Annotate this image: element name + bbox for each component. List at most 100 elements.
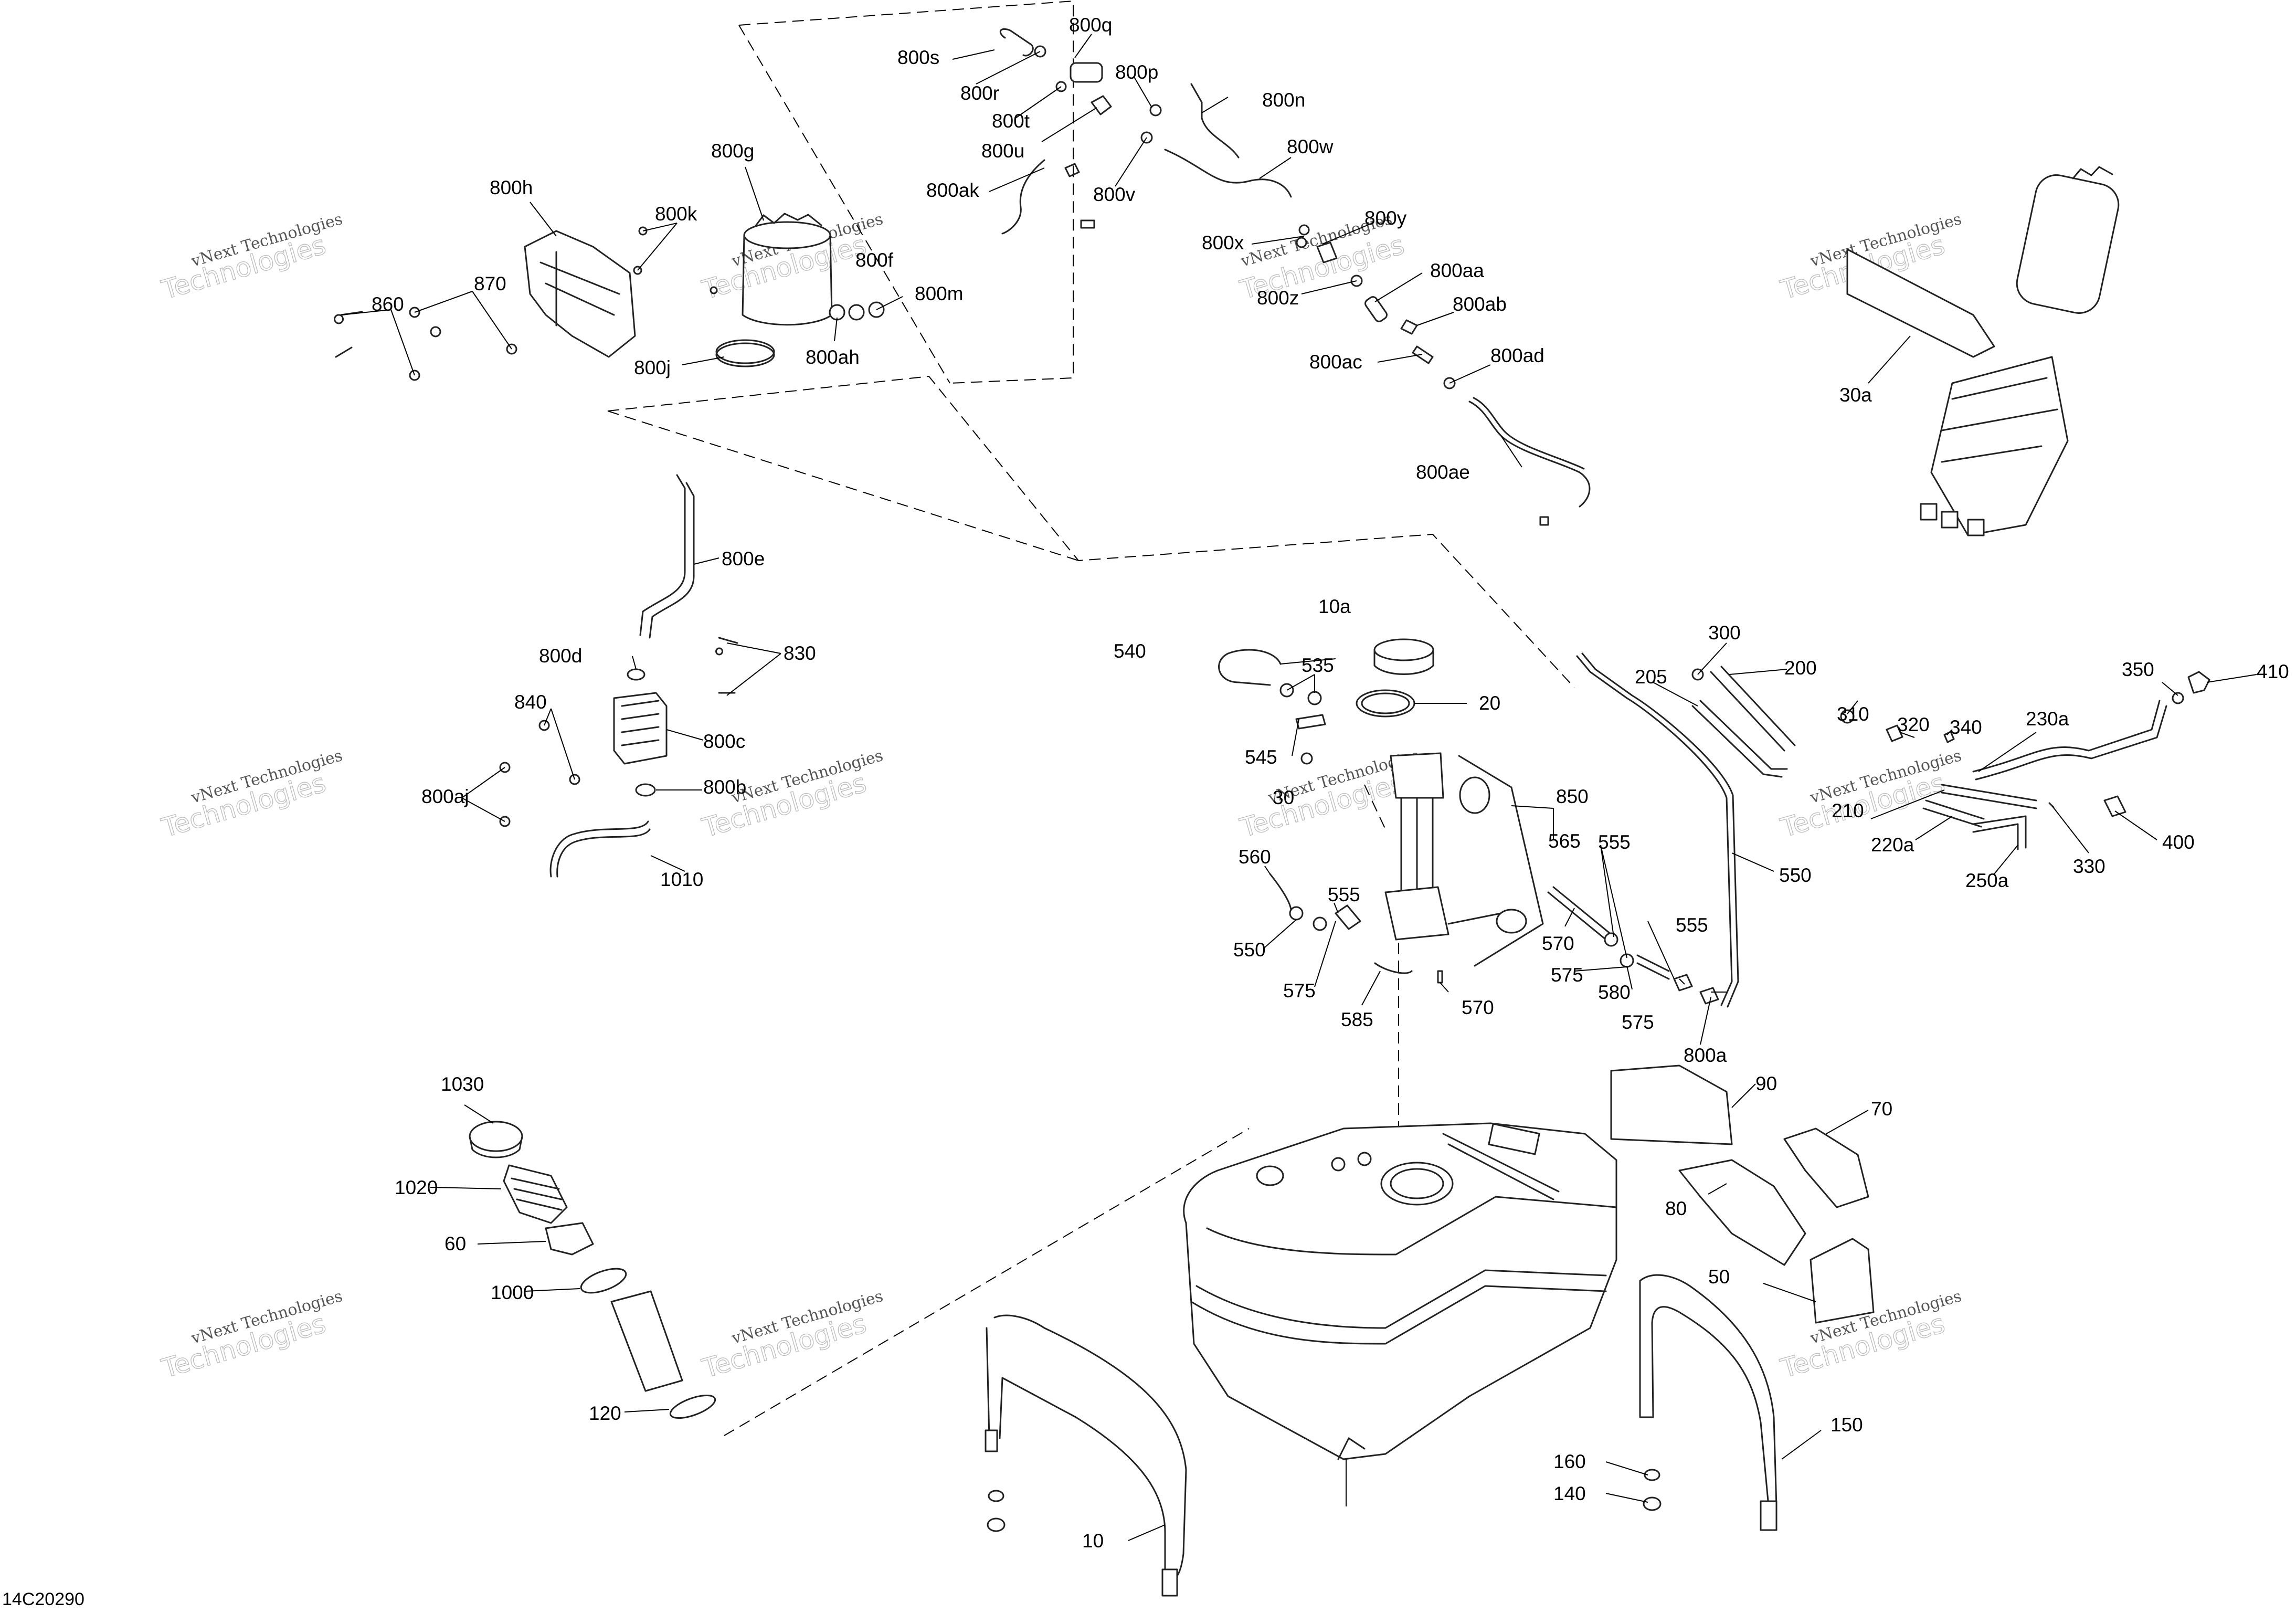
hose-570-left xyxy=(1374,962,1413,974)
callout-label: 220a xyxy=(1871,834,1914,856)
callout-label: 150 xyxy=(1831,1414,1863,1436)
callout-label: 555 xyxy=(1328,884,1360,905)
hose-250a xyxy=(1972,815,2027,850)
callout-label: 800b xyxy=(703,776,746,798)
callout-label: 800w xyxy=(1287,136,1334,157)
callout-label: 800ah xyxy=(806,346,860,368)
parts xyxy=(334,28,2210,1597)
callout-label: 800h xyxy=(490,177,533,198)
callout-label: 350 xyxy=(2122,659,2154,680)
callout-label: 800aj xyxy=(421,786,469,807)
strap-140 xyxy=(986,1314,1187,1581)
fuel-tank-10 xyxy=(1183,1122,1617,1460)
ring-10a xyxy=(1373,638,1434,661)
callout-label: 535 xyxy=(1302,655,1334,676)
callout-label: 580 xyxy=(1598,982,1631,1003)
callout-label: 575 xyxy=(1551,964,1583,986)
filter-800q xyxy=(1070,62,1103,83)
canister-800g-top xyxy=(743,221,831,249)
pipe-800e xyxy=(639,474,695,639)
callout-label: 60 xyxy=(445,1233,466,1254)
callout-label: 550 xyxy=(1233,939,1266,961)
callout-label: 310 xyxy=(1837,703,1869,725)
callout-label: 800d xyxy=(539,645,582,667)
leader-lines xyxy=(341,34,2257,1541)
harness-800ak xyxy=(1001,159,1095,235)
bracket-800h xyxy=(524,230,636,358)
elbow-400 xyxy=(2103,795,2126,817)
callout-label: 550 xyxy=(1779,865,1812,886)
hose-205 xyxy=(1691,700,1788,778)
callout-label: 20 xyxy=(1479,692,1500,714)
callout-label: 800ak xyxy=(926,180,979,201)
callout-label: 565 xyxy=(1548,830,1581,852)
hose-800w xyxy=(1164,149,1292,198)
callout-label: 800ac xyxy=(1309,351,1362,373)
callout-label: 585 xyxy=(1341,1009,1373,1030)
callout-label: 575 xyxy=(1622,1011,1654,1033)
hose-800s xyxy=(999,28,1034,57)
callout-label: 800k xyxy=(655,203,697,225)
callout-label: 800z xyxy=(1257,287,1299,309)
callout-label: 800c xyxy=(703,731,745,752)
callout-label: 250a xyxy=(1965,870,2009,891)
valve-800u xyxy=(1091,95,1112,115)
callout-label: 10a xyxy=(1318,596,1351,617)
shield-1020 xyxy=(1678,1159,1806,1266)
hose-550 xyxy=(1269,873,1292,912)
callout-label: 800aa xyxy=(1430,260,1484,281)
cap-90 xyxy=(469,1121,523,1152)
callout-label: 800x xyxy=(1202,232,1244,254)
callout-label: 800f xyxy=(855,249,894,271)
callout-label: 400 xyxy=(2162,831,2195,853)
callout-label: 560 xyxy=(1239,846,1271,868)
line-800aj xyxy=(1576,652,1739,1008)
canister-800g-body xyxy=(742,234,833,326)
callout-label: 800ab xyxy=(1453,293,1507,315)
callout-label: 120 xyxy=(589,1403,621,1424)
hose-800a xyxy=(549,820,651,878)
clamp-60 xyxy=(580,1268,627,1294)
callout-label: 800q xyxy=(1069,14,1112,36)
callout-label: 1010 xyxy=(660,869,703,890)
callout-label: 555 xyxy=(1598,831,1631,853)
callout-label: 1000 xyxy=(491,1282,534,1303)
callout-label: 1030 xyxy=(441,1073,484,1095)
callout-label: 205 xyxy=(1635,666,1667,688)
callout-label: 800n xyxy=(1262,89,1305,111)
connector-410 xyxy=(2187,671,2210,694)
assembly-outlines xyxy=(607,0,1575,1436)
grommet-800d xyxy=(627,668,646,681)
callout-label: 800r xyxy=(960,82,999,104)
hose-filler xyxy=(610,1290,683,1392)
callout-label: 830 xyxy=(784,642,816,664)
callout-labels: 800q 800s 800p 800n 800r 800t 800u 800w … xyxy=(372,14,2289,1552)
callout-label: 800j xyxy=(634,357,671,378)
pump-30a-bracket xyxy=(1846,248,1995,358)
callout-label: 30 xyxy=(1273,787,1294,808)
callout-label: 80 xyxy=(1665,1198,1687,1219)
callout-label: 570 xyxy=(1542,933,1574,954)
callout-label: 10 xyxy=(1082,1530,1104,1552)
callout-label: 800v xyxy=(1093,184,1136,205)
callout-label: 50 xyxy=(1708,1266,1730,1288)
hose-230a xyxy=(1972,700,2167,781)
connector-560 xyxy=(1335,904,1361,930)
tank-label xyxy=(1488,1123,1540,1155)
hose-800n xyxy=(1190,83,1240,159)
callout-label: 90 xyxy=(1755,1073,1777,1094)
callout-label: 1020 xyxy=(395,1177,438,1198)
shield-1010 xyxy=(1610,1064,1733,1145)
pump-assembly-30 xyxy=(1390,752,1444,799)
callout-label: 840 xyxy=(514,691,547,713)
pump-30a-motor xyxy=(2016,174,2120,314)
hose-210 xyxy=(1941,784,2037,809)
callout-label: 575 xyxy=(1283,980,1316,1001)
strap-120 xyxy=(1639,1274,1777,1507)
callout-label: 800ad xyxy=(1490,345,1544,366)
fitting-545 xyxy=(1295,714,1326,730)
callout-label: 800s xyxy=(897,47,939,68)
callout-label: 300 xyxy=(1708,622,1741,644)
callout-label: 800g xyxy=(711,140,754,162)
